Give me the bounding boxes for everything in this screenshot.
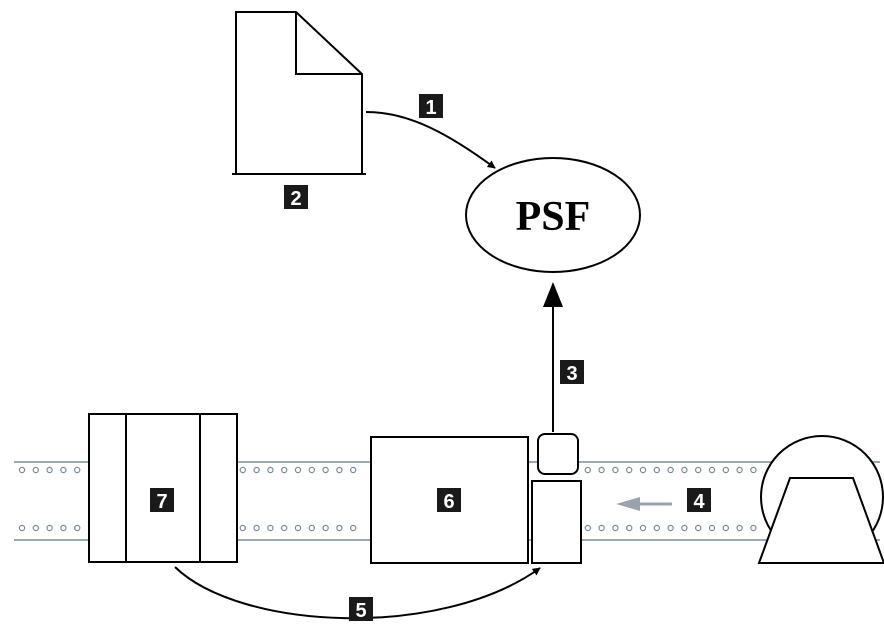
tape-hole <box>239 524 246 532</box>
badge-1: 1 <box>419 94 443 119</box>
tape-hole <box>695 466 702 474</box>
tape-hole <box>681 524 688 532</box>
tape-hole <box>584 466 592 474</box>
tape-hole <box>350 524 357 532</box>
tape-hole <box>336 524 343 532</box>
tape-hole <box>60 466 67 474</box>
tape-hole <box>722 466 730 474</box>
badge-2: 2 <box>284 185 308 210</box>
psf-label: PSF <box>516 194 591 240</box>
tape-hole <box>667 466 674 474</box>
tape-hole <box>73 524 81 532</box>
badge-1-label: 1 <box>425 97 436 119</box>
tape-hole <box>322 466 329 474</box>
arrow-component7-to-print-unit <box>174 566 541 620</box>
print-head-assembly <box>531 433 582 564</box>
tape-hole <box>612 466 619 474</box>
tape-hole <box>60 524 67 532</box>
badge-6-label: 6 <box>443 491 454 513</box>
tape-hole <box>653 466 661 474</box>
tape-hole <box>736 524 743 532</box>
tape-hole <box>281 524 288 532</box>
tape-hole <box>695 524 702 532</box>
badge-5: 5 <box>349 597 373 622</box>
tape-hole <box>736 466 743 474</box>
tape-hole <box>350 466 357 474</box>
tape-hole <box>32 524 40 532</box>
badge-4-label: 4 <box>693 491 705 513</box>
tape-hole <box>322 524 329 532</box>
badge-7: 7 <box>150 488 174 513</box>
badge-3: 3 <box>560 360 584 385</box>
tape-hole <box>598 466 605 474</box>
arrow-feed-direction <box>616 497 672 511</box>
tape-hole <box>267 524 274 532</box>
badge-6: 6 <box>437 488 461 513</box>
tape-hole <box>626 466 633 474</box>
tape-hole <box>626 524 633 532</box>
badge-4: 4 <box>687 488 711 513</box>
badge-5-label: 5 <box>355 600 366 622</box>
tape-hole <box>239 466 246 474</box>
badge-2-label: 2 <box>290 188 301 210</box>
tape-hole <box>294 466 302 474</box>
tape-hole <box>32 466 40 474</box>
tape-hole <box>722 524 730 532</box>
tape-hole <box>598 524 605 532</box>
arrow-printer-to-psf <box>543 282 563 432</box>
tape-hole <box>308 466 315 474</box>
tape-hole <box>46 524 53 532</box>
tape-hole <box>281 466 288 474</box>
tape-hole <box>639 466 647 474</box>
tape-hole <box>584 524 592 532</box>
tape-hole <box>336 466 343 474</box>
tape-hole <box>267 466 274 474</box>
tape-hole <box>294 524 302 532</box>
document-icon <box>232 11 366 175</box>
badge-7-label: 7 <box>156 491 167 513</box>
tape-hole <box>750 466 757 474</box>
tape-hole <box>708 524 716 532</box>
badge-3-label: 3 <box>566 363 577 385</box>
tape-hole <box>639 524 647 532</box>
tape-hole <box>708 466 716 474</box>
tape-hole <box>750 524 757 532</box>
tape-hole <box>46 466 53 474</box>
tape-hole <box>653 524 661 532</box>
tape-hole <box>612 524 619 532</box>
tape-hole <box>681 466 688 474</box>
tape-hole <box>253 466 260 474</box>
tape-hole <box>73 466 81 474</box>
tape-hole <box>308 524 315 532</box>
paper-roll-icon <box>757 435 884 564</box>
tape-holes-bottom <box>18 524 757 532</box>
arrow-document-to-psf <box>365 111 496 169</box>
tape-hole <box>18 466 26 474</box>
tape-hole <box>253 524 260 532</box>
psf-node: PSF <box>465 157 641 273</box>
tape-hole <box>18 524 26 532</box>
tape-hole <box>667 524 674 532</box>
